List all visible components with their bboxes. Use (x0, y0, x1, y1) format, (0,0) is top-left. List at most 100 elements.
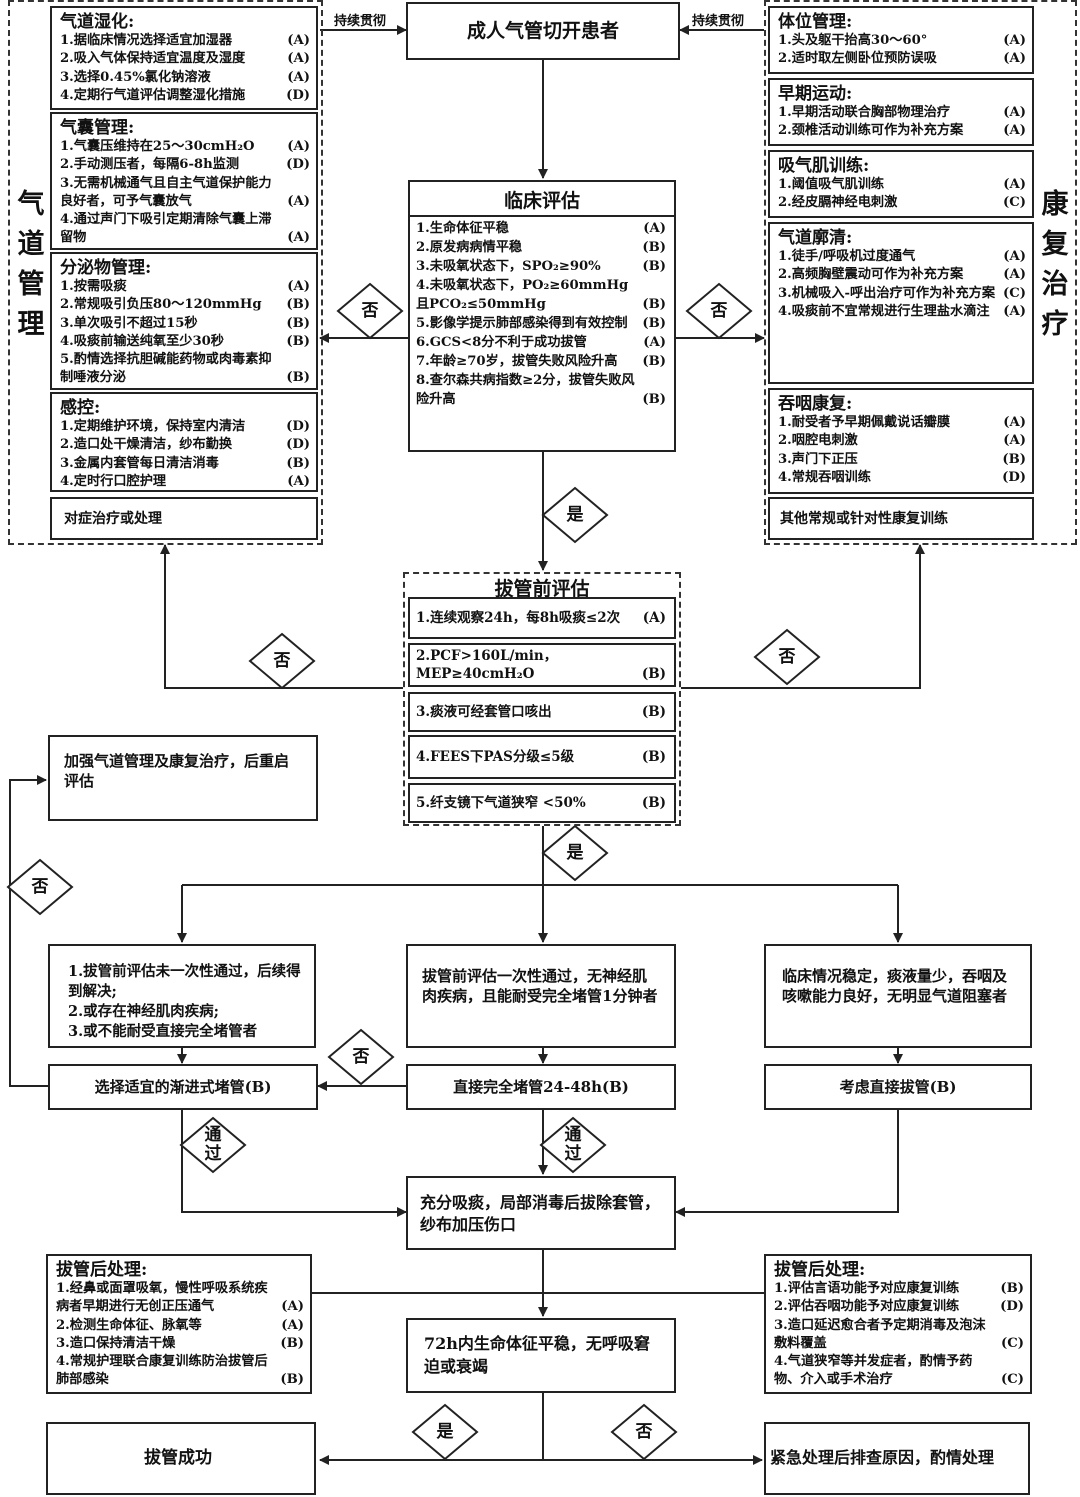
clinical-item: 8.查尔森共病指数≥2分，拔管失败风险升高(B) (416, 372, 666, 409)
secretion-title: 分泌物管理: (60, 258, 152, 278)
humidify-item-text: 1.据临床情况选择适宜加湿器 (60, 33, 233, 48)
cuff-item-level: (A) (287, 139, 310, 154)
secretion-item: 5.酌情选择抗胆碱能药物或肉毒素抑制唾液分泌(B) (60, 351, 310, 388)
airway-side-char: 道 (17, 229, 45, 260)
clinical-item: 1.生命体征平稳 (A) (416, 220, 666, 239)
clinical-item: 2.原发病病情平稳(B) (416, 239, 666, 258)
inspiratory-muscle-box: 吸气肌训练:1.阈值吸气肌训练(A)2.经皮膈神经电刺激(C) (768, 150, 1034, 218)
post_left-item-level: (A) (281, 1317, 304, 1333)
humidify-item: 4.定期行气道评估调整湿化措施(D) (60, 87, 310, 105)
decision-pass-diamond-1 (179, 1116, 247, 1174)
pre-extubation-title: 拔管前评估 (494, 578, 590, 600)
cuff-item: 3.无需机械通气且自主气道保护能力良好者，可予气囊放气(A) (60, 175, 310, 212)
cuff-item-level: (D) (286, 157, 310, 173)
clinical-item-text: 7.年龄≥70岁，拔管失败风险升高 (416, 354, 618, 370)
swallow-item-level: (D) (1002, 469, 1026, 485)
pre-extubation-item-text: 4.FEES下PAS分级≤5级 (416, 748, 575, 765)
clinical-item-level: (B) (642, 296, 666, 312)
cuff-item-level: (A) (287, 230, 310, 246)
secretion-item-text: 1.按需吸痰 (60, 279, 127, 294)
early-item: 2.颈椎活动训练可作为补充方案(A) (778, 122, 1026, 140)
post_left-item-text: 3.造口保持清洁干燥 (56, 1335, 176, 1351)
no-label-2: 否 (710, 301, 728, 321)
condition-left-item: 2.或存在神经肌肉疾病; (68, 1003, 219, 1020)
position-item: 2.适时取左侧卧位预防误吸 (A) (778, 50, 1026, 68)
position-item-text: 2.适时取左侧卧位预防误吸 (778, 51, 937, 67)
cuff-item: 2.手动测压者，每隔6-8h监测(D) (60, 156, 310, 174)
yes-label-2: 是 (566, 843, 584, 863)
airway-side-char: 管 (17, 269, 45, 300)
airway-management-group (8, 0, 323, 545)
clinical-item-text: 6.GCS<8分不利于成功拔管 (416, 335, 587, 351)
position-box: 体位管理:1.头及躯干抬高30～60°(A)2.适时取左侧卧位预防误吸(A) (768, 6, 1034, 74)
strengthen-text: 加强气道管理及康复治疗，后重启评估 (64, 752, 290, 790)
post_right-item-text: 4.气道狭窄等并发症者，酌情予药物、介入或手术治疗 (774, 1354, 973, 1388)
no-label-6: 否 (352, 1047, 370, 1067)
position-item-text: 1.头及躯干抬高30～60° (778, 33, 928, 48)
success-box: 拔管成功 (46, 1422, 316, 1495)
humidify-item-level: (D) (286, 87, 310, 103)
secretion-item-text: 4.吸痰前输送纯氧至少30秒 (60, 333, 224, 349)
remove-cannula-box: 充分吸痰，局部消毒后拔除套管，纱布加压伤口 (406, 1176, 676, 1250)
action-mid-text: 直接完全堵管24-48h(B) (453, 1078, 629, 1096)
pre-extubation-group (403, 572, 681, 826)
condition-mid-text: 拔管前评估一次性通过，无神经肌肉疾病，且能耐受完全堵管1分钟者 (422, 967, 658, 1005)
secretion-item-level: (B) (286, 297, 310, 313)
clinical-item-level: (A) (643, 221, 666, 236)
action-left-box: 选择适宜的渐进式堵管(B) (48, 1064, 318, 1110)
decision-no-diamond-5 (6, 858, 74, 916)
airway-side-char: 气 (17, 189, 45, 220)
post_right-item-text: 3.造口延迟愈合者予定期消毒及泡沫敷料覆盖 (774, 1317, 986, 1351)
post-right-box: 拔管后处理:1.评估言语功能予对应康复训练(B)2.评估吞咽功能予对应康复训练(… (764, 1254, 1032, 1394)
infection-item: 1.定期维护环境，保持室内清洁(D) (60, 418, 310, 436)
pre-extubation-item-box: 1.连续观察24h，每8h吸痰≤2次(A) (408, 597, 676, 639)
secretion-item-text: 3.单次吸引不超过15秒 (60, 315, 198, 331)
clinical-item: 3.未吸氧状态下，SPO₂≥90%(B) (416, 258, 666, 277)
position-item-level: (A) (1003, 51, 1026, 67)
clinical-item-text: 1.生命体征平稳 (416, 221, 509, 236)
pre-extubation-item-level: (B) (641, 666, 666, 682)
clinical-item-level: (B) (642, 315, 666, 331)
clearance-item-text: 3.机械吸入-呼出治疗可作为补充方案 (778, 285, 996, 301)
post_right-item-level: (C) (1001, 1372, 1024, 1388)
clinical-item-level: (B) (642, 391, 666, 407)
post_left-item: 4.常规护理联合康复训练防治拔管后肺部感染(B) (56, 1353, 304, 1390)
rehab-side-char: 康 (1041, 189, 1069, 220)
decision-no-diamond-7 (610, 1403, 678, 1461)
pre-extubation-item: 2.PCF>160L/min，MEP≥40cmH₂O(B) (416, 647, 666, 684)
clinical-item-text: 2.原发病病情平稳 (416, 240, 523, 256)
imt-title: 吸气肌训练: (778, 156, 870, 176)
condition-right-text: 临床情况稳定，痰液量少，吞咽及咳嗽能力良好，无明显气道阻塞者 (782, 967, 1008, 1005)
secretion-item-level: (B) (286, 370, 310, 386)
clearance-item: 3.机械吸入-呼出治疗可作为补充方案(C) (778, 285, 1026, 303)
infection-item: 4.定时行口腔护理(A) (60, 473, 310, 491)
pre-extubation-item-text: 5.纤支镜下气道狭窄 <50% (416, 794, 586, 811)
post_right-item: 2.评估吞咽功能予对应康复训练(D) (774, 1298, 1024, 1316)
decision-no-diamond-1 (336, 282, 404, 340)
clinical-item: 4.未吸氧状态下，PO₂≥60mmHg且PCO₂≤50mmHg(B) (416, 277, 666, 314)
humidify-title: 气道湿化: (60, 12, 135, 32)
action-right-box: 考虑直接拔管(B) (764, 1064, 1032, 1110)
cuff-item-text: 3.无需机械通气且自主气道保护能力良好者，可予气囊放气 (60, 175, 272, 209)
infection-item: 3.金属内套管每日清洁消毒(B) (60, 455, 310, 473)
clearance-item: 2.高频胸壁震动可作为补充方案(A) (778, 266, 1026, 284)
pre-extubation-item-box: 4.FEES下PAS分级≤5级(B) (408, 735, 676, 779)
swallow-item-text: 4.常规吞咽训练 (778, 469, 871, 485)
action-mid-box: 直接完全堵管24-48h(B) (406, 1064, 676, 1110)
clinical-item-level: (A) (643, 335, 666, 351)
early-item-level: (A) (1003, 105, 1026, 120)
pre-extubation-item-box: 5.纤支镜下气道狭窄 <50%(B) (408, 783, 676, 823)
humidify-item-level: (A) (287, 33, 310, 48)
post_right-item-text: 2.评估吞咽功能予对应康复训练 (774, 1299, 960, 1315)
pre-extubation-item: 5.纤支镜下气道狭窄 <50%(B) (416, 794, 666, 812)
swallow-item-text: 2.咽腔电刺激 (778, 433, 858, 449)
secretion-item-level: (B) (286, 315, 310, 331)
infection-item-level: (D) (286, 419, 310, 434)
infection-title: 感控: (60, 398, 101, 418)
infection-item: 2.造口处干燥清洁，纱布勤换(D) (60, 436, 310, 454)
remove-cannula-text: 充分吸痰，局部消毒后拔除套管，纱布加压伤口 (420, 1193, 661, 1234)
clinical-assessment-box: 临床评估 1.生命体征平稳(A)2.原发病病情平稳(B)3.未吸氧状态下，SPO… (408, 180, 676, 452)
clinical-item: 7.年龄≥70岁，拔管失败风险升高(B) (416, 353, 666, 372)
swallow-item-level: (A) (1003, 415, 1026, 430)
